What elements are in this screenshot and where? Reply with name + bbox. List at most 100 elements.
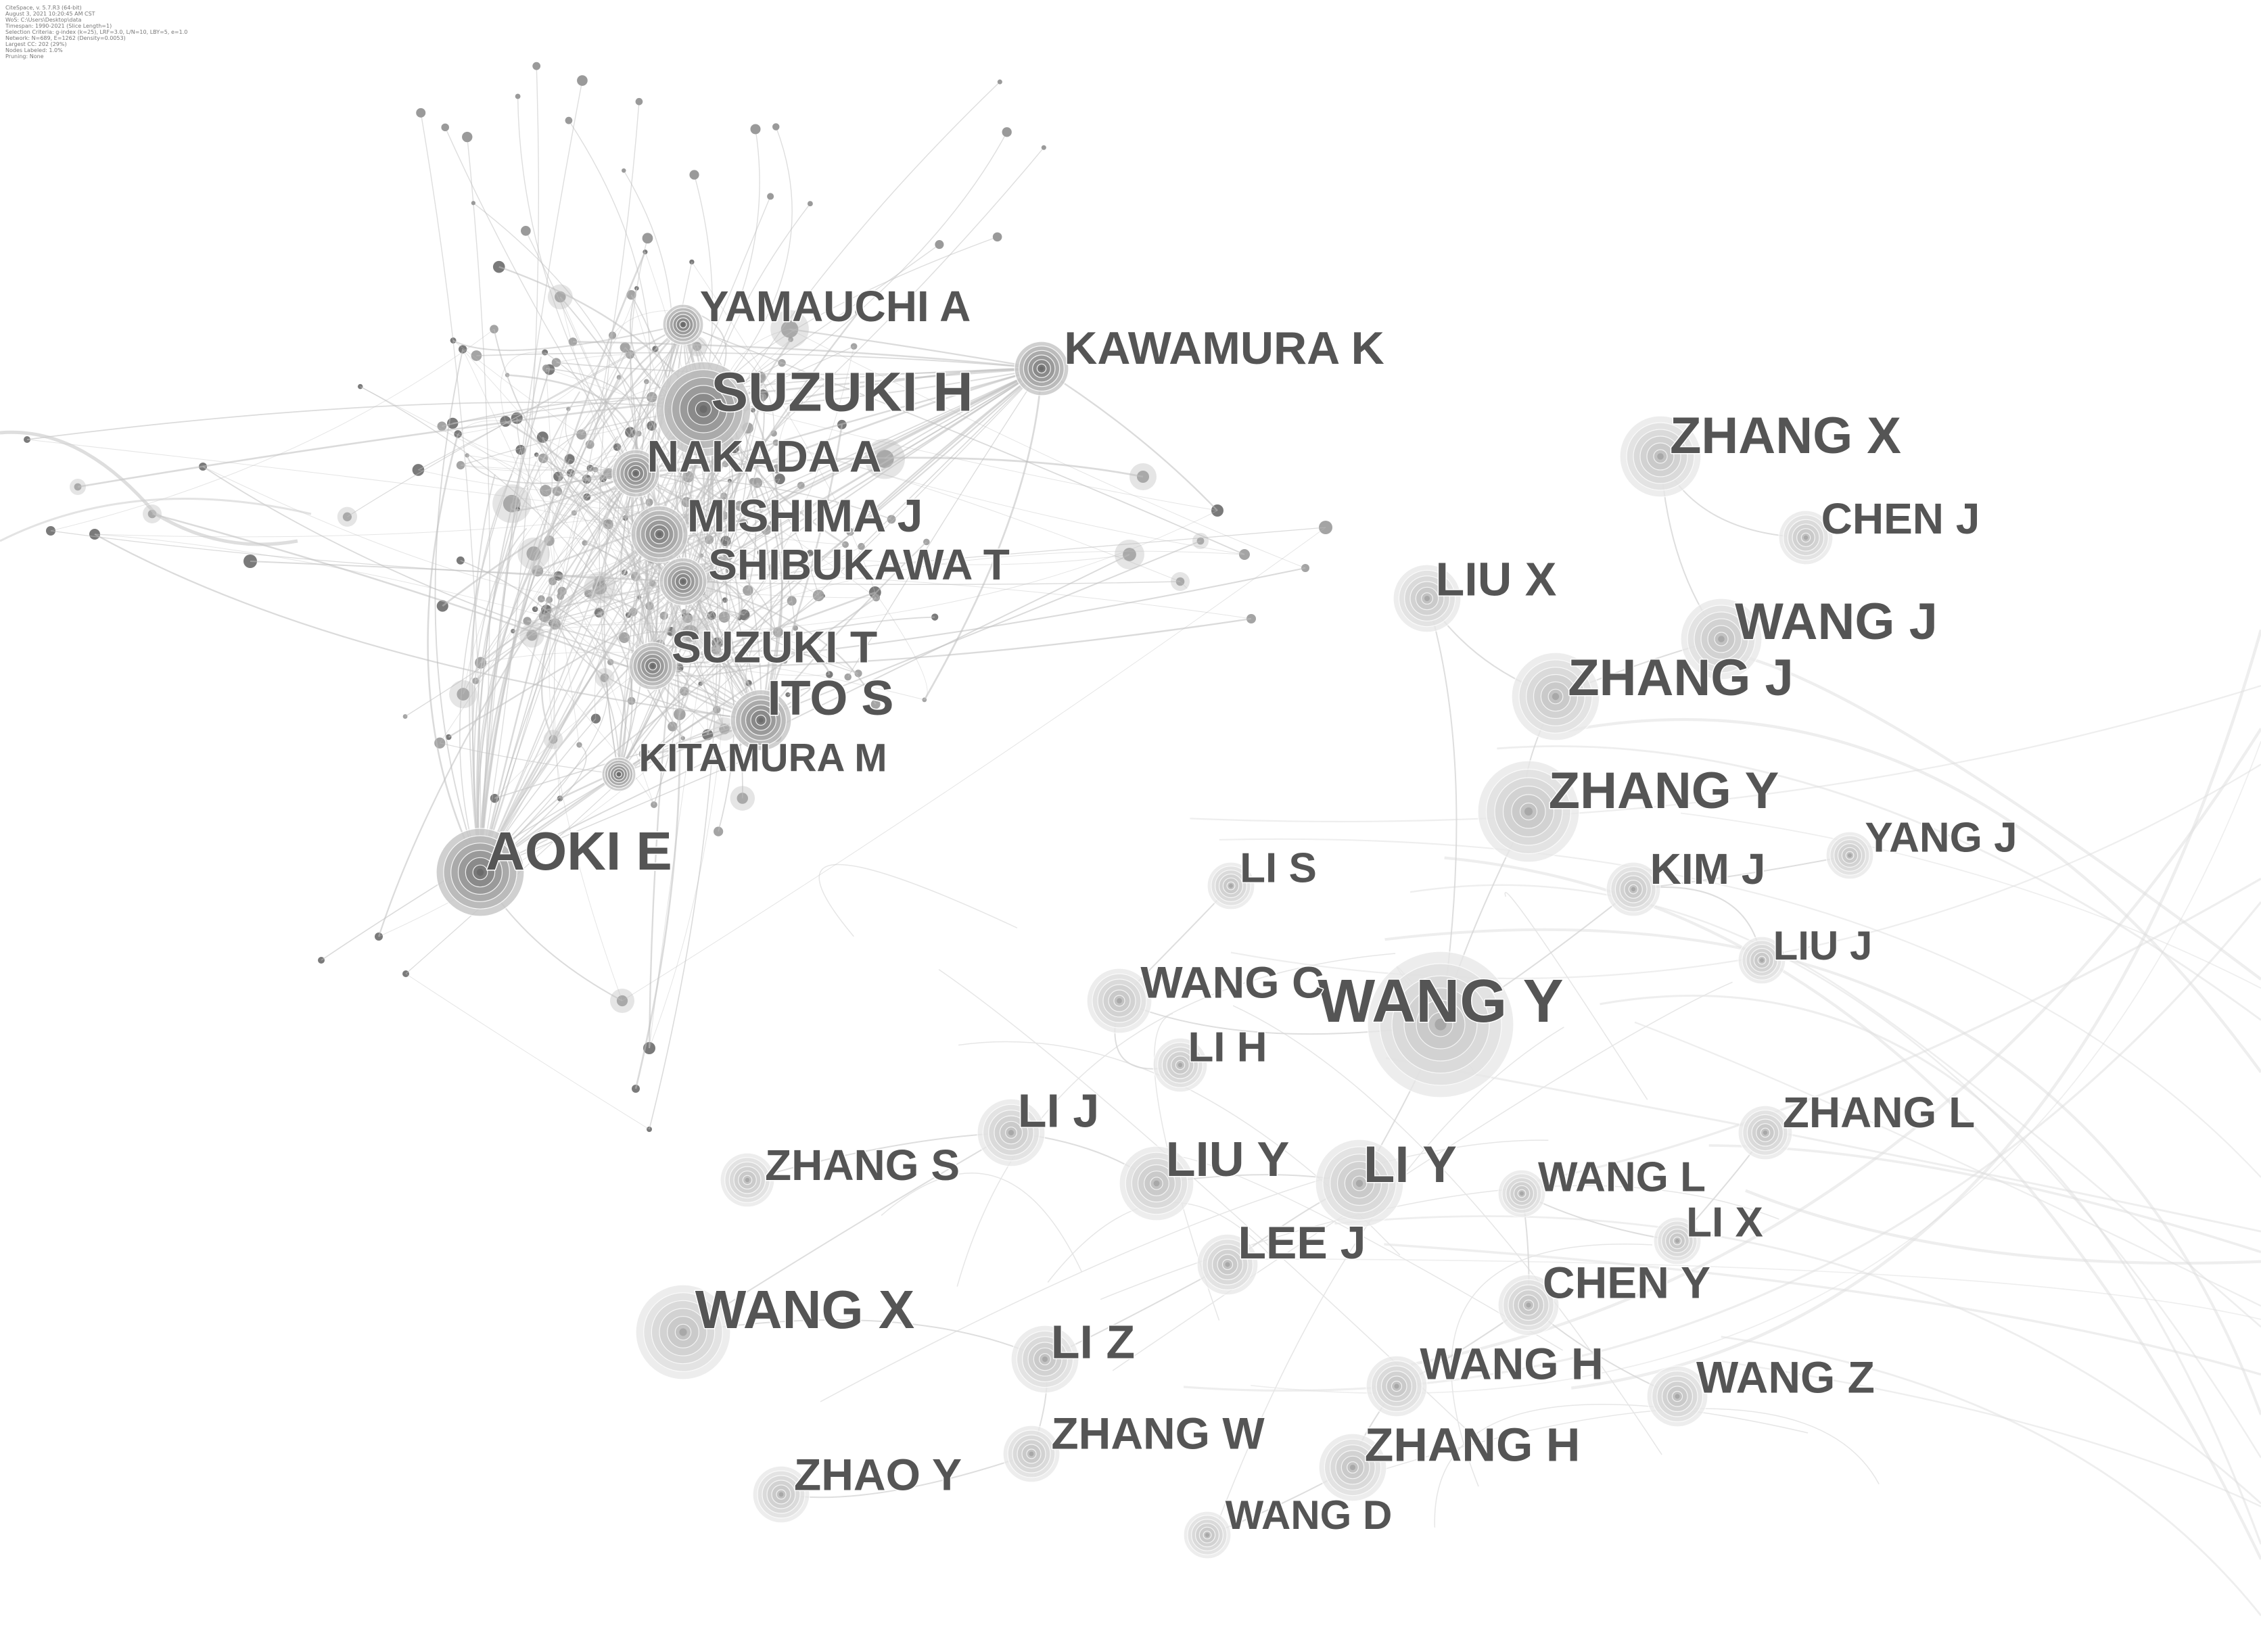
node-kim-j[interactable] — [1606, 862, 1661, 917]
node-zhang-l[interactable] — [1738, 1105, 1793, 1160]
network-edge — [460, 446, 617, 471]
author-label-li-s: LI S — [1240, 845, 1317, 891]
node-zhang-x[interactable] — [1619, 415, 1702, 498]
node-li-x[interactable] — [1653, 1217, 1702, 1265]
network-edge — [427, 433, 482, 873]
network-edge — [460, 559, 620, 775]
node-core — [1424, 596, 1430, 601]
minor-node — [515, 93, 521, 99]
node-zhang-w[interactable] — [1002, 1425, 1060, 1483]
node-yang-j[interactable] — [1825, 831, 1874, 880]
sweep-edge — [1190, 685, 2261, 823]
faint-edge — [881, 1173, 1082, 1273]
node-zhao-y[interactable] — [752, 1465, 810, 1524]
node-zhang-s[interactable] — [720, 1152, 775, 1208]
node-wang-c[interactable] — [1086, 968, 1152, 1034]
node-kawamura-k[interactable] — [1014, 341, 1069, 396]
sweep-edge — [1334, 1215, 2261, 1505]
node-li-z[interactable] — [1010, 1325, 1079, 1394]
network-edge — [923, 368, 1043, 701]
node-wang-l[interactable] — [1497, 1169, 1546, 1218]
node-wang-z[interactable] — [1646, 1365, 1708, 1427]
network-edge — [418, 463, 726, 493]
author-label-wang-l: WANG L — [1538, 1154, 1706, 1200]
node-wang-j[interactable] — [1680, 598, 1763, 680]
minor-node — [565, 116, 573, 124]
node-aoki-e[interactable] — [436, 828, 525, 917]
node-zhang-h[interactable] — [1318, 1433, 1387, 1502]
author-label-zhao-y: ZHAO Y — [794, 1449, 962, 1499]
node-core — [1029, 1451, 1034, 1457]
network-edge — [94, 534, 762, 722]
node-li-y[interactable] — [1315, 1139, 1404, 1228]
node-li-h[interactable] — [1152, 1037, 1208, 1093]
node-wang-y[interactable] — [1367, 951, 1514, 1098]
network-edge — [50, 530, 684, 582]
network-edge — [202, 466, 653, 667]
node-suzuki-h[interactable] — [655, 361, 751, 457]
node-shibukawa-t[interactable] — [659, 557, 707, 606]
node-wang-x[interactable] — [635, 1284, 731, 1380]
network-edge — [480, 80, 583, 873]
node-li-s[interactable] — [1207, 862, 1255, 910]
sweep-edge — [1570, 629, 2261, 1390]
node-zhang-y[interactable] — [1477, 760, 1580, 863]
node-li-j[interactable] — [977, 1098, 1046, 1167]
node-zhang-j[interactable] — [1511, 652, 1600, 741]
author-label-kitamura-m: KITAMURA M — [638, 736, 887, 780]
node-wang-h[interactable] — [1366, 1355, 1428, 1417]
author-label-chen-y: CHEN Y — [1543, 1257, 1710, 1307]
node-core — [651, 664, 655, 668]
author-label-wang-j: WANG J — [1735, 593, 1938, 651]
minor-node — [568, 337, 578, 346]
node-core — [1394, 1384, 1399, 1389]
node-nakada-a[interactable] — [611, 449, 660, 498]
node-liu-x[interactable] — [1393, 564, 1462, 633]
network-edge — [572, 341, 1042, 370]
network-edge — [94, 513, 646, 538]
node-core — [1760, 958, 1764, 962]
faint-edge — [1434, 1403, 1809, 1528]
node-wang-d[interactable] — [1183, 1511, 1232, 1559]
network-edge — [480, 196, 771, 873]
network-edge — [789, 328, 1042, 370]
sweep-edge — [1411, 728, 2261, 1366]
node-chen-j[interactable] — [1778, 510, 1834, 565]
network-edge — [703, 126, 793, 410]
author-label-liu-x: LIU X — [1436, 552, 1557, 605]
minor-node — [441, 123, 449, 132]
metadata-line: Timespan: 1990-2021 (Slice Length=1) — [5, 23, 112, 29]
network-edge — [682, 581, 743, 799]
sweep-edge — [1409, 884, 2261, 1459]
author-label-wang-h: WANG H — [1420, 1338, 1603, 1388]
node-liu-y[interactable] — [1119, 1146, 1194, 1221]
node-suzuki-t[interactable] — [628, 642, 677, 690]
node-kitamura-m[interactable] — [601, 757, 636, 792]
network-edge — [405, 973, 650, 1130]
node-core — [679, 1328, 687, 1336]
node-ito-s[interactable] — [730, 689, 792, 751]
node-liu-j[interactable] — [1738, 936, 1786, 985]
network-edge — [458, 288, 637, 435]
node-yamauchi-a[interactable] — [662, 304, 704, 346]
node-mishima-j[interactable] — [630, 505, 689, 563]
network-edge — [649, 442, 731, 1049]
node-core — [1718, 636, 1725, 642]
network-edge — [347, 324, 684, 517]
metadata-line: August 3, 2021 10:20:45 AM CST — [5, 11, 95, 17]
network-edge — [682, 324, 1245, 555]
network-edge — [439, 397, 653, 744]
network-edge — [554, 479, 587, 799]
network-edge — [682, 377, 761, 582]
author-edge — [480, 473, 636, 873]
network-edge — [679, 482, 758, 715]
node-core — [778, 1492, 784, 1497]
author-label-zhang-s: ZHANG S — [765, 1141, 960, 1189]
network-edge — [776, 442, 1181, 582]
node-chen-y[interactable] — [1497, 1274, 1560, 1336]
node-lee-j[interactable] — [1196, 1233, 1259, 1296]
node-core — [1225, 1262, 1230, 1267]
faint-edge — [938, 969, 1494, 1455]
